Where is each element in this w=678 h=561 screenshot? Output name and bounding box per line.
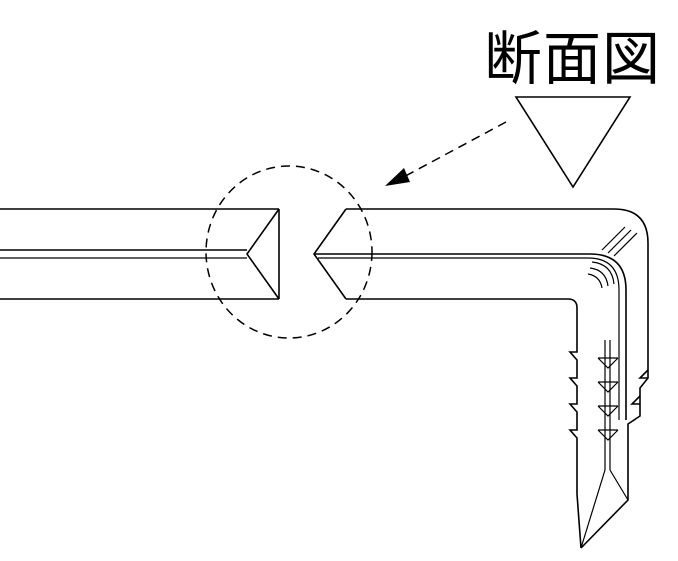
- left-bar-segment: [0, 208, 280, 300]
- section-triangle: [514, 96, 632, 189]
- bent-bar: [313, 208, 649, 549]
- callout-arrow: [385, 121, 507, 186]
- section-view-label: 断面図: [484, 25, 662, 93]
- detail-circle: [205, 165, 373, 339]
